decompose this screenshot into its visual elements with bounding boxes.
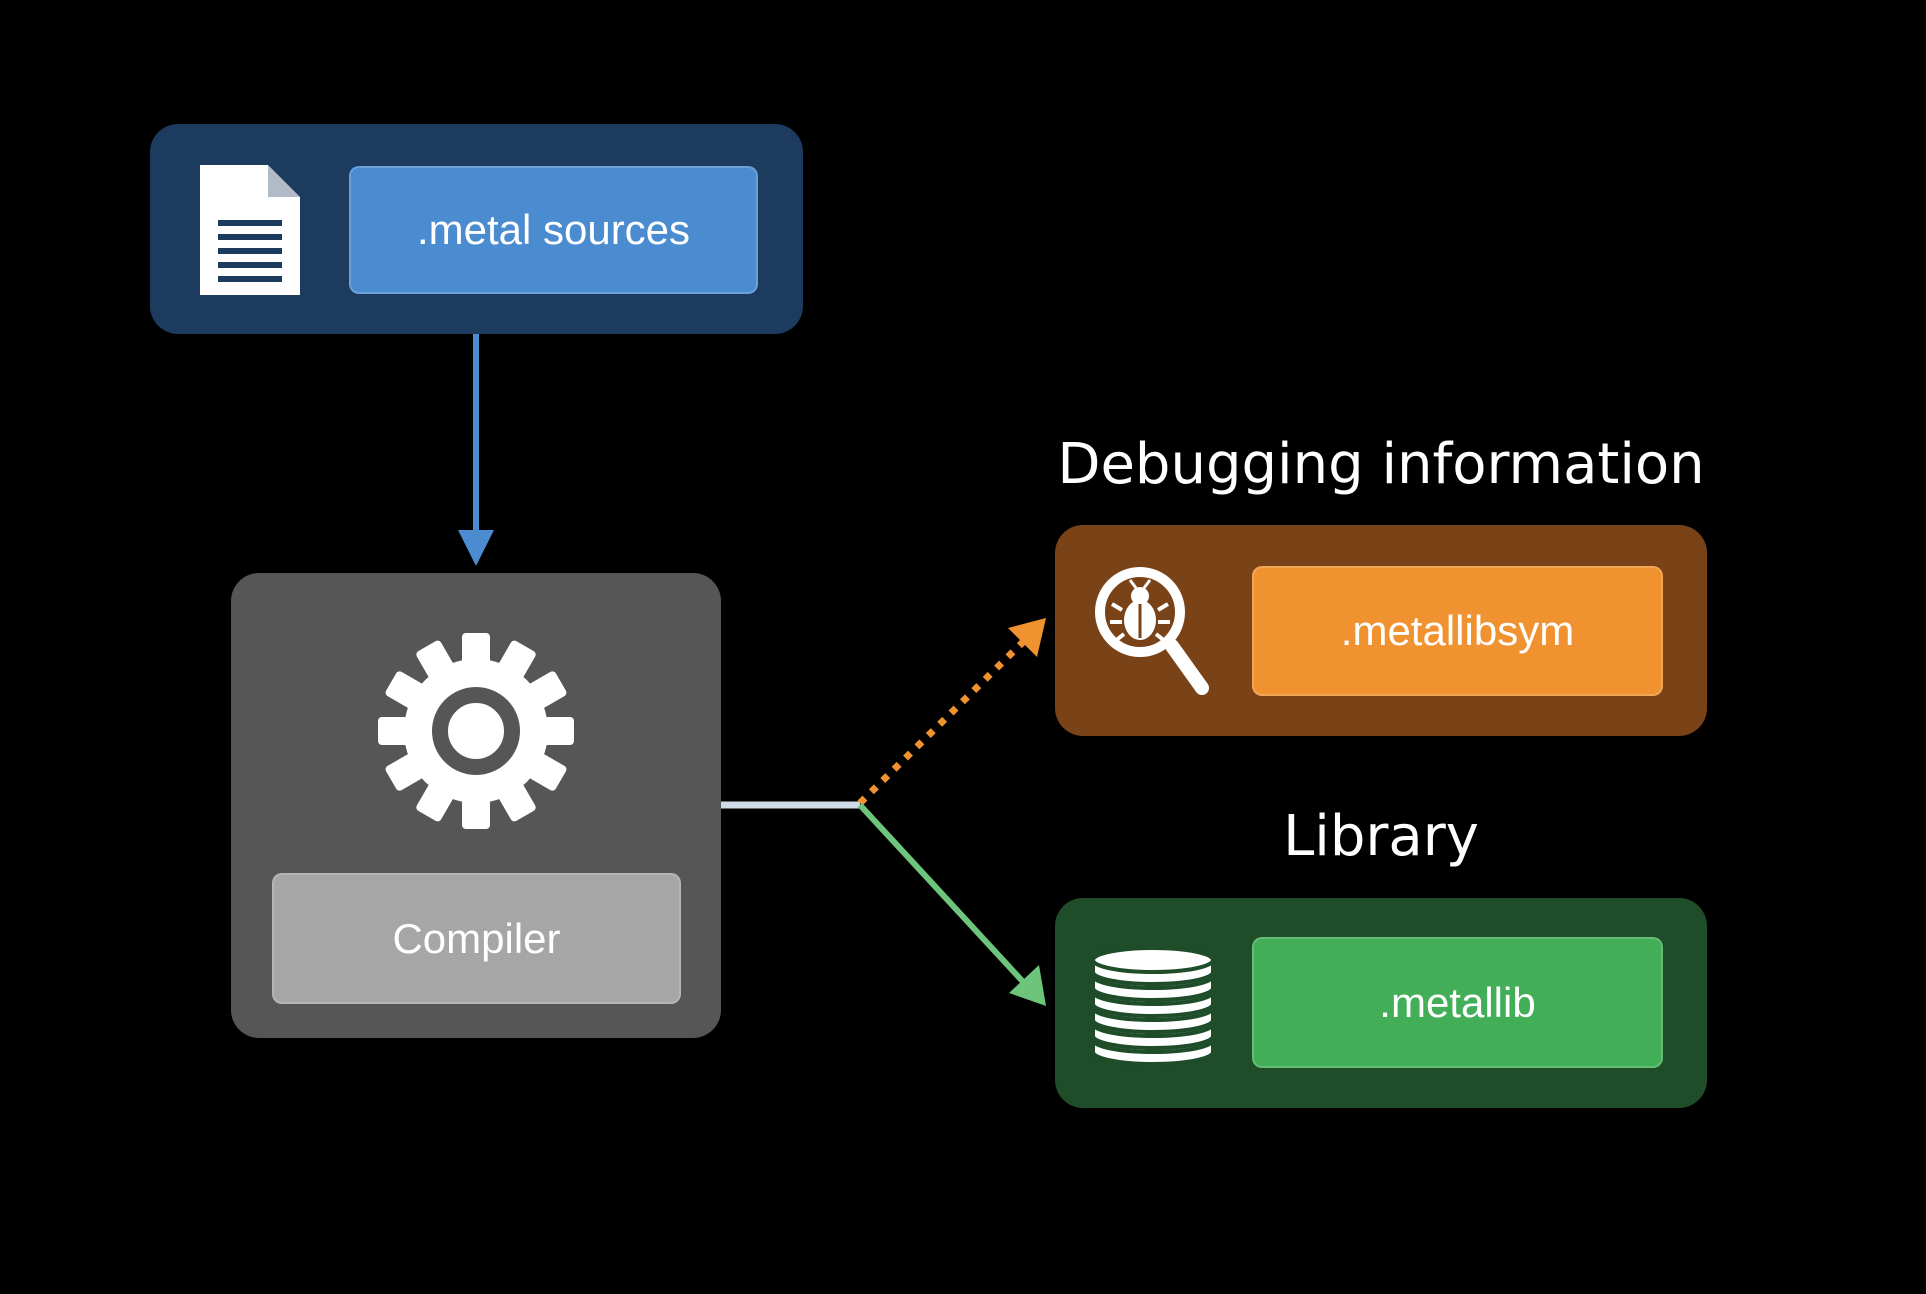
compiler-label: Compiler xyxy=(272,873,681,1004)
metallib-label: .metallib xyxy=(1252,937,1663,1068)
gear-icon xyxy=(378,633,574,829)
bug-magnifier-icon xyxy=(1095,567,1209,695)
arrow-to-debug-info xyxy=(857,637,1028,806)
arrow-to-library xyxy=(857,802,1029,988)
arrowhead-library xyxy=(1009,965,1046,1006)
metallibsym-label: .metallibsym xyxy=(1252,566,1663,696)
document-icon xyxy=(200,165,300,295)
metal-sources-label: .metal sources xyxy=(349,166,758,294)
debugging-information-heading: Debugging information xyxy=(1057,432,1705,497)
arrowhead-debug xyxy=(1008,618,1046,657)
library-heading: Library xyxy=(1283,804,1479,869)
database-stack-icon xyxy=(1091,946,1215,1066)
arrowhead-compiler xyxy=(458,530,494,566)
